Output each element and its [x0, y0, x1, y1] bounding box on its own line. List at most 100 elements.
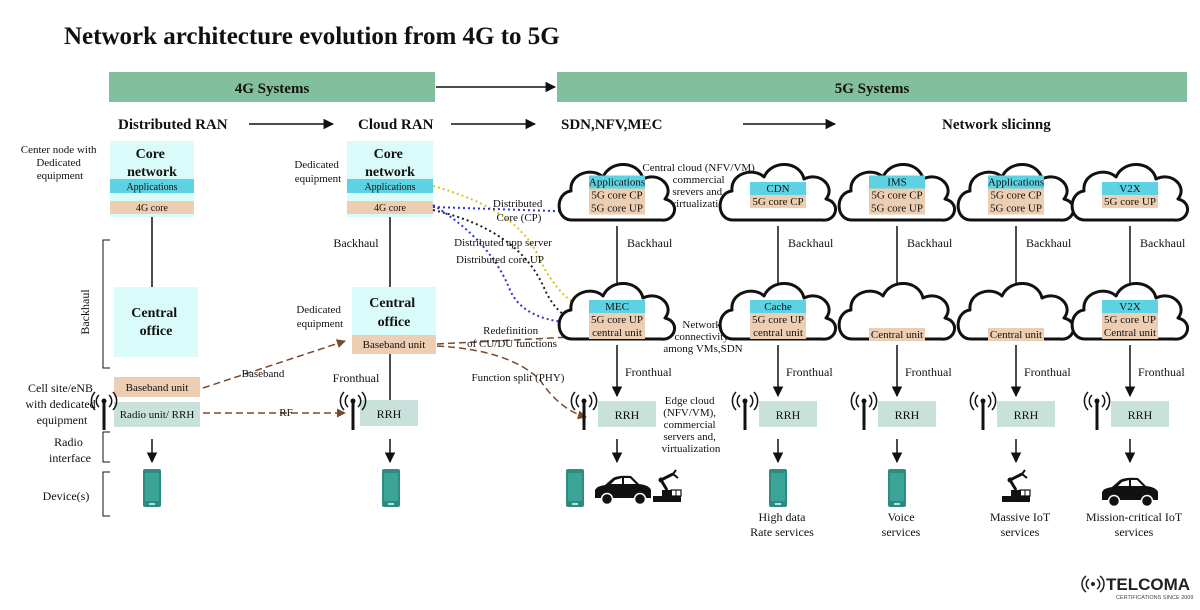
sdn-backhaul-label: Backhaul — [627, 236, 673, 250]
slice-0-mid-peach-box — [750, 326, 806, 339]
sdn-top-peach-label: 5G core UP — [591, 203, 643, 215]
cran-central-office-label: Central office — [369, 296, 418, 330]
slice-3-rrh-box — [1111, 401, 1169, 427]
car-icon — [1101, 477, 1159, 508]
cran-baseband-label: Baseband unit — [363, 339, 426, 351]
slice-0-backhaul-label: Backhaul — [788, 236, 834, 250]
slice-1-top-peach-label: 5G core CP — [871, 190, 922, 202]
sdn-top-cyan-box — [589, 175, 645, 189]
slice-2-top-peach-box — [988, 201, 1044, 215]
slice-0-mid-peach-label: 5G core UP — [752, 314, 804, 326]
slice-3-top-peach-box — [1102, 195, 1158, 208]
distributed-up-label: Distributed core UP — [456, 254, 544, 266]
dran-radio-unit-label: Radio unit/ RRH — [120, 409, 195, 421]
service-label-line-1: Voice — [887, 510, 914, 524]
slice-2-top-peach-label: 5G core CP — [990, 190, 1041, 202]
slice-1-top-cyan-box — [869, 175, 925, 189]
band-4g — [109, 72, 435, 102]
slice-2-fronthaul-label: Fronthual — [1024, 365, 1071, 379]
slice-0-mid-cyan-box — [750, 300, 806, 313]
dran-central-office — [114, 287, 198, 357]
service-label-line-1: High data — [759, 510, 807, 524]
sdn-top-cyan-label: Applications — [589, 177, 645, 189]
sdn-rrh-label: RRH — [615, 408, 640, 422]
radio-interface-label: Radio interface — [49, 435, 91, 465]
cran-applications — [347, 179, 433, 193]
slice-3-mid-peach-label: Central unit — [1104, 327, 1156, 339]
service-label-line-2: services — [1115, 525, 1154, 539]
cran-4g-core — [347, 201, 433, 214]
smartphone-icon — [769, 469, 787, 507]
sdn-mid-peach-box — [589, 326, 645, 339]
dran-4g-core — [110, 201, 194, 214]
sdn-mid-peach-box — [589, 313, 645, 326]
heading-cloud-ran: Cloud RAN — [358, 117, 434, 133]
center-node-label: Center node with Dedicated equipment — [21, 144, 100, 182]
redefinition-label: Redefinition of CU/DU functions — [467, 325, 557, 350]
devices-label: Device(s) — [43, 489, 90, 503]
smartphone-icon — [143, 469, 161, 507]
distributed-core-label: Distributed Core (CP) — [493, 198, 545, 224]
cran-central-office — [352, 287, 436, 335]
black-dotted-link — [432, 209, 589, 324]
cran-applications-label: Applications — [364, 182, 415, 193]
blue-dotted-link-bottom — [432, 204, 588, 330]
sdn-mid-peach-label: 5G core UP — [591, 314, 643, 326]
dran-radio-unit — [114, 402, 200, 427]
robot-arm-icon — [1000, 468, 1032, 504]
sdn-rrh-box — [598, 401, 656, 427]
phy-split-link — [436, 345, 587, 420]
band-5g — [557, 72, 1187, 102]
slice-3-mid-cyan-box — [1102, 300, 1158, 313]
slice-1-mid-peach-label: Central unit — [871, 329, 923, 341]
cran-rrh — [360, 400, 418, 426]
slice-3-mid-peach-label: 5G core UP — [1104, 314, 1156, 326]
service-label-line-1: Mission-critical IoT — [1086, 510, 1183, 524]
robot-arm-icon — [651, 468, 683, 504]
slice-2-mid-peach-box — [988, 328, 1044, 341]
sdn-fronthaul-label: Fronthual — [625, 365, 672, 379]
heading-network-slicing: Network slicinng — [942, 117, 1051, 133]
cran-fronthaul-label: Fronthual — [333, 371, 380, 385]
diagram-title: Network architecture evolution from 4G t… — [64, 23, 560, 50]
slice-2-top-cyan-label: Applications — [988, 177, 1044, 189]
slice-3-mid-peach-box — [1102, 326, 1158, 339]
edge-cloud-label: Edge cloud (NFV/VM), commercial servers … — [662, 395, 721, 455]
devices-bracket — [102, 471, 110, 517]
logo-tagline: CERTIFICATIONS SINCE 2009 — [1116, 595, 1193, 601]
cran-backhaul-label: Backhaul — [333, 236, 379, 250]
baseband-link-label: Baseband — [242, 368, 285, 380]
network-connectivity-label: Network connectivity among VMs,SDN — [663, 319, 742, 355]
slice-0-mid-peach-label: central unit — [753, 327, 803, 339]
dran-baseband-unit — [114, 377, 200, 397]
dran-central-office-label: Central office — [131, 306, 180, 339]
slice-0-mid-peach-box — [750, 313, 806, 326]
yellow-dotted-link — [432, 185, 589, 312]
slice-1-mid-peach-box — [869, 328, 925, 341]
sdn-mid-peach-label: central unit — [592, 327, 642, 339]
cran-dedicated-label-2: Dedicated equipment — [296, 304, 343, 330]
slice-0-mid-cyan-label: Cache — [764, 301, 792, 313]
slice-3-top-cyan-box — [1102, 182, 1158, 195]
antenna-icon — [849, 390, 879, 432]
slice-2-rrh-box — [997, 401, 1055, 427]
slice-1-top-peach-label: 5G core UP — [871, 203, 923, 215]
dran-core-title: Core network — [127, 147, 177, 180]
slice-3-backhaul-label: Backhaul — [1140, 236, 1186, 250]
slice-1-rrh-label: RRH — [895, 408, 920, 422]
cran-dedicated-label-1: Dedicated equipment — [294, 159, 341, 185]
sdn-top-peach-box — [589, 188, 645, 202]
slice-2-top-cyan-box — [988, 175, 1044, 189]
cloud-icon — [837, 282, 956, 341]
slice-3-fronthaul-label: Fronthual — [1138, 365, 1185, 379]
cell-site-label: Cell site/eNB with dedicated equipment — [25, 381, 98, 427]
baseband-link — [202, 339, 346, 389]
rf-link-label: RF — [279, 407, 292, 419]
radio-bracket — [102, 431, 110, 463]
slice-3-rrh-label: RRH — [1128, 408, 1153, 422]
dran-applications-label: Applications — [126, 182, 177, 193]
heading-sdn-nfv-mec: SDN,NFV,MEC — [561, 117, 662, 133]
dran-applications — [110, 179, 194, 193]
